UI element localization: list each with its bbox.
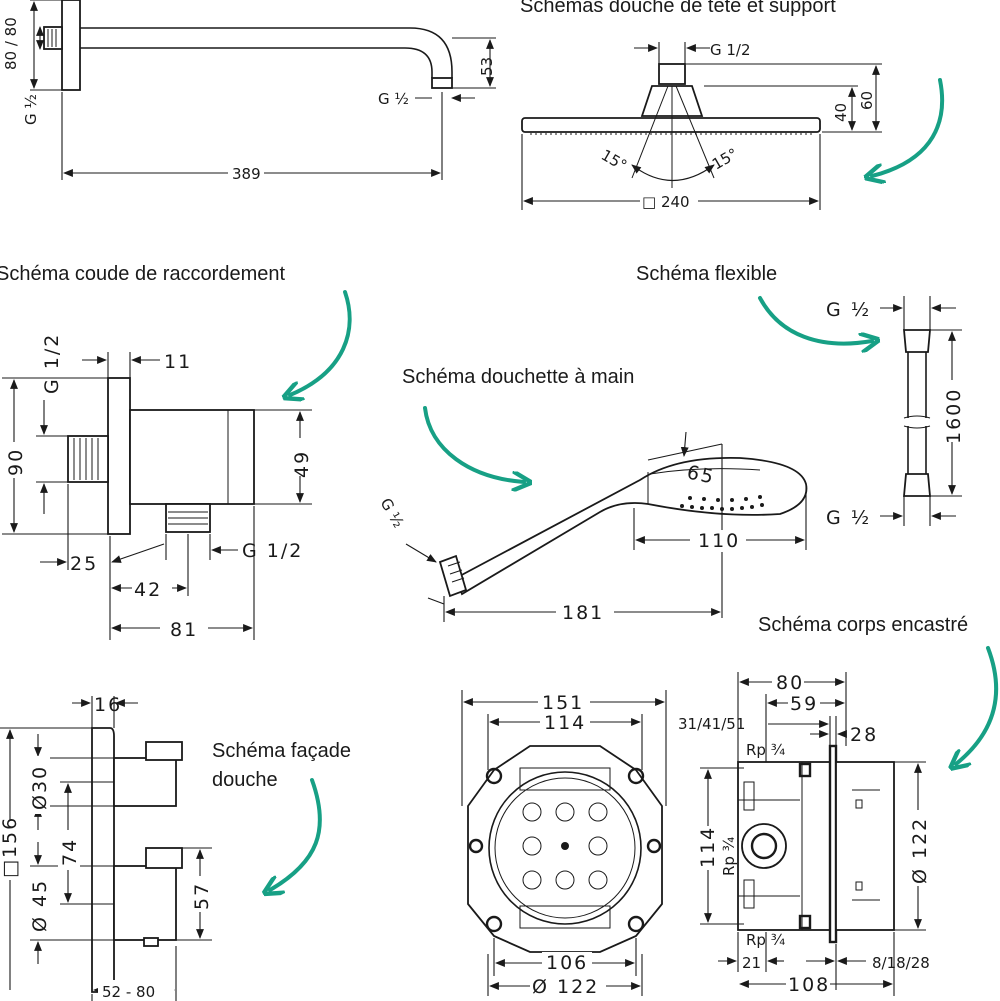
dim-hand-181: 181 <box>562 602 604 624</box>
facade-drawing <box>0 696 212 1001</box>
dim-body-front-114: 114 <box>544 712 586 734</box>
dim-body-side-59: 59 <box>790 693 818 715</box>
dim-arm-g-left: G ½ <box>22 94 40 125</box>
dim-head-width: □ 240 <box>642 193 690 211</box>
teal-arrow-facade <box>270 778 322 890</box>
dim-facade-30: Ø30 <box>29 765 51 810</box>
dim-body-side-rp-top: Rp ¾ <box>746 741 786 759</box>
dim-facade-156: □156 <box>0 816 21 878</box>
dim-elbow-thread-top: G 1/2 <box>41 333 63 394</box>
dim-body-side-80: 80 <box>776 672 804 694</box>
dim-elbow-thread-bottom: G 1/2 <box>242 540 303 562</box>
caption-facade-line2: douche <box>212 769 278 791</box>
dim-facade-57: 57 <box>191 882 213 910</box>
dim-body-side-31-41-51: 31/41/51 <box>678 715 745 733</box>
dim-elbow-81: 81 <box>170 619 198 641</box>
teal-arrow-concealed-body <box>956 646 999 764</box>
caption-concealed-body: Schéma corps encastré <box>758 614 968 636</box>
caption-hose: Schéma flexible <box>636 263 777 285</box>
dim-elbow-49: 49 <box>291 450 313 478</box>
dim-elbow-25: 25 <box>70 553 98 575</box>
teal-arrow-hose <box>758 296 872 344</box>
elbow-drawing <box>2 352 312 640</box>
dim-body-side-rp-bottom: Rp ¾ <box>746 931 786 949</box>
dim-head-60: 60 <box>858 91 876 110</box>
dim-elbow-90: 90 <box>5 448 27 476</box>
caption-elbow: Schéma coude de raccordement <box>0 263 285 285</box>
dim-body-side-21: 21 <box>742 954 761 972</box>
dim-body-side-28: 28 <box>850 724 878 746</box>
head-shower-drawing <box>521 42 882 210</box>
dim-arm-length: 389 <box>232 165 261 183</box>
dim-head-40: 40 <box>832 103 850 122</box>
dim-hose-g-top: G ½ <box>826 299 871 321</box>
shower-arm-drawing <box>30 0 496 180</box>
dim-body-side-8-18-28: 8/18/28 <box>872 954 930 972</box>
dim-body-side-122: Ø 122 <box>909 817 931 884</box>
caption-head-support: Schémas douche de tête et support <box>520 0 836 17</box>
teal-arrow-elbow <box>290 290 352 395</box>
dim-elbow-11: 11 <box>164 351 192 373</box>
dim-arm-g-outlet: G ½ <box>378 90 409 108</box>
dim-elbow-42: 42 <box>134 579 162 601</box>
dim-body-front-151: 151 <box>542 692 584 714</box>
dim-hand-g: G ½ <box>377 495 408 531</box>
concealed-body-side-drawing <box>700 672 926 996</box>
dim-arm-flange: 80 / 80 <box>2 17 20 70</box>
caption-facade-line1: Schéma façade <box>212 740 351 762</box>
concealed-body-front-drawing <box>461 690 667 996</box>
dim-facade-45: Ø 45 <box>29 879 51 932</box>
teal-arrow-head-shower <box>872 78 945 176</box>
dim-body-front-122: Ø 122 <box>532 976 599 998</box>
dim-arm-height: 53 <box>478 57 496 76</box>
dim-hose-length: 1600 <box>943 388 965 444</box>
hose-drawing <box>880 296 962 526</box>
dim-facade-74: 74 <box>59 838 81 866</box>
dim-facade-52-80: 52 - 80 <box>102 983 155 1001</box>
hand-shower-drawing <box>405 431 808 622</box>
dim-hand-110: 110 <box>698 530 740 552</box>
dim-hose-g-bottom: G ½ <box>826 507 871 529</box>
dim-facade-16: 16 <box>94 694 122 716</box>
teal-arrow-hand-shower <box>423 406 524 482</box>
dim-body-side-114: 114 <box>697 826 719 868</box>
dim-body-side-108: 108 <box>788 974 830 996</box>
dim-head-thread: G 1/2 <box>710 41 751 59</box>
dim-head-angle-right: 15° <box>709 145 741 174</box>
dim-body-side-rp-mid: Rp ¾ <box>720 836 738 876</box>
caption-hand-shower: Schéma douchette à main <box>402 366 634 388</box>
dim-body-front-106: 106 <box>546 952 588 974</box>
dim-head-angle-left: 15° <box>598 146 630 175</box>
